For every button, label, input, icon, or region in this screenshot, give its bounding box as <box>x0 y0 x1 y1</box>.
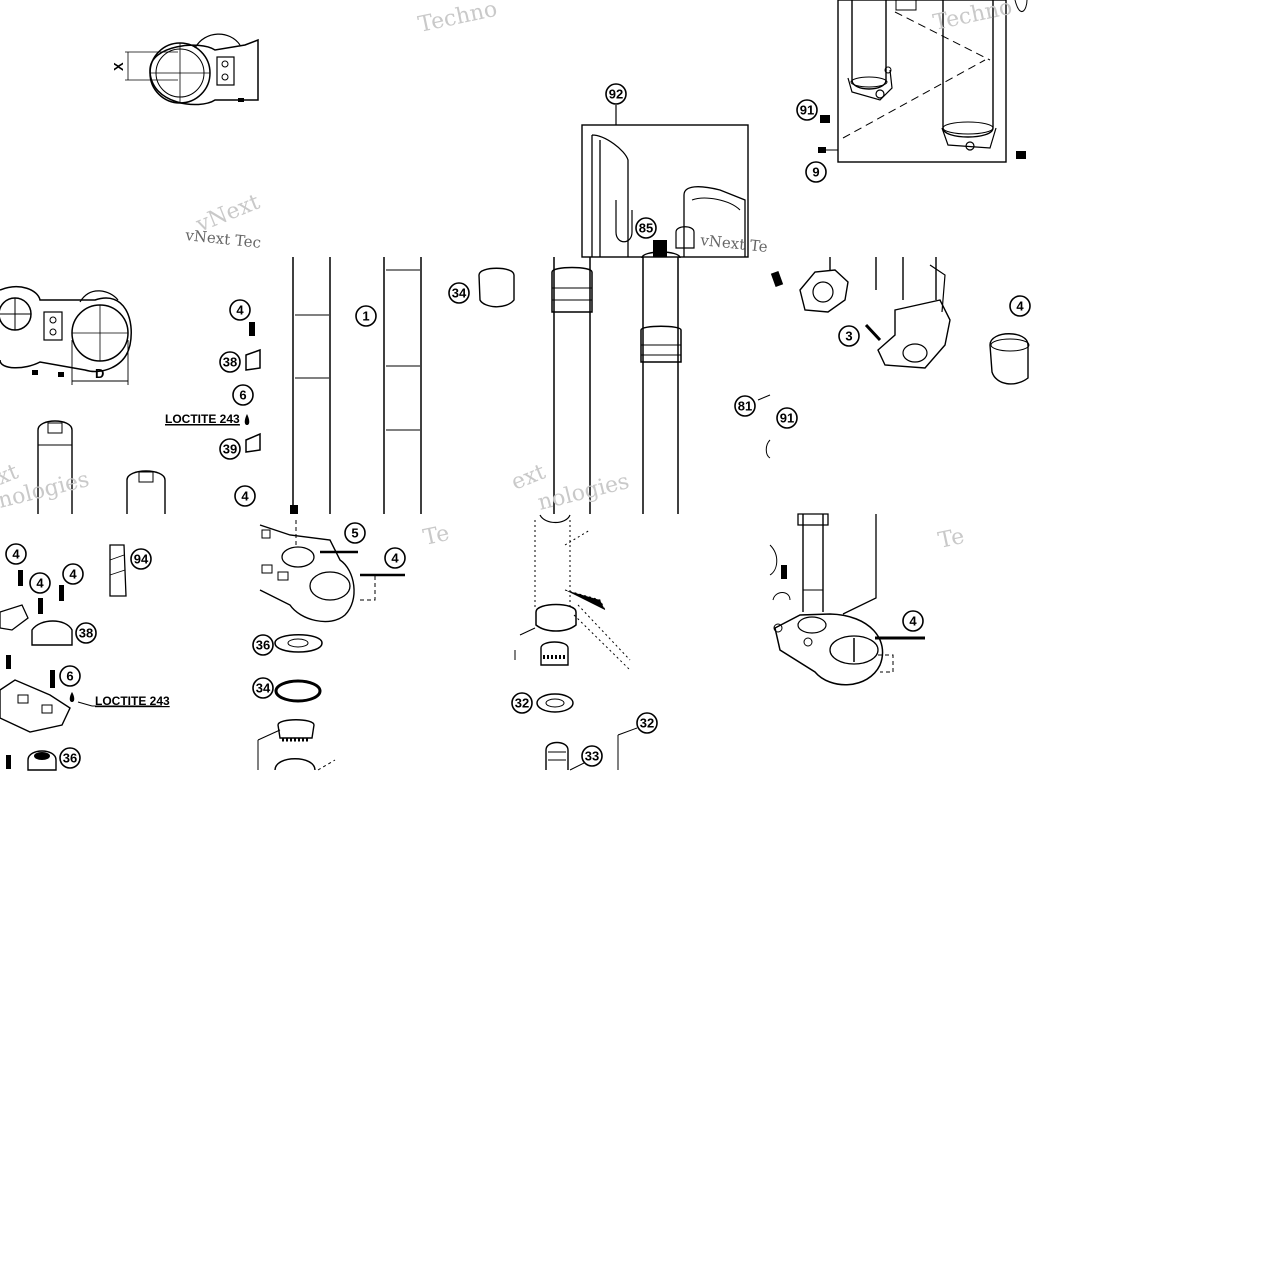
svg-text:32: 32 <box>515 696 529 711</box>
watermark-4: vNext Te <box>699 231 769 256</box>
callout-4-c[interactable]: 4 <box>1009 295 1031 317</box>
loctite-note-upper: LOCTITE 243 <box>165 412 240 426</box>
callout-4-f[interactable]: 4 <box>29 572 51 594</box>
watermark-8: Te <box>421 521 452 551</box>
axle-clamp-feet <box>770 257 1030 385</box>
callout-3[interactable]: 3 <box>838 325 860 347</box>
fork-legs-upper-right <box>818 0 1028 163</box>
callout-4-b[interactable]: 4 <box>234 485 256 507</box>
svg-text:4: 4 <box>69 567 77 582</box>
callout-1[interactable]: 1 <box>355 305 377 327</box>
steering-stem-parts <box>37 420 166 514</box>
fork-outer-tubes <box>551 251 771 514</box>
callout-4-e[interactable]: 4 <box>5 543 27 565</box>
svg-text:4: 4 <box>241 489 249 504</box>
svg-text:85: 85 <box>639 221 653 236</box>
svg-text:36: 36 <box>63 751 77 766</box>
callout-4-h[interactable]: 4 <box>902 610 924 632</box>
loctite-note-lower: LOCTITE 243 <box>95 694 170 708</box>
svg-text:81: 81 <box>738 399 752 414</box>
svg-text:39: 39 <box>223 442 237 457</box>
callout-38-b[interactable]: 38 <box>75 622 97 644</box>
svg-text:38: 38 <box>79 626 93 641</box>
callout-32-b[interactable]: 32 <box>636 712 658 734</box>
svg-text:4: 4 <box>236 303 244 318</box>
svg-text:91: 91 <box>780 411 794 426</box>
callout-6-b[interactable]: 6 <box>59 665 81 687</box>
callout-32-a[interactable]: 32 <box>511 692 533 714</box>
callout-34[interactable]: 34 <box>448 282 470 304</box>
dimension-label-x: X <box>111 62 126 71</box>
callout-36-b[interactable]: 36 <box>252 634 274 656</box>
svg-text:94: 94 <box>134 552 149 567</box>
svg-text:34: 34 <box>256 681 271 696</box>
callout-36-a[interactable]: 36 <box>59 747 81 769</box>
handlebar-clamp-parts <box>0 544 162 771</box>
callout-4-a[interactable]: 4 <box>229 299 251 321</box>
watermark-1: Techno <box>416 0 499 38</box>
lower-clamp-with-stem <box>769 513 925 686</box>
callout-91-lower[interactable]: 91 <box>776 407 798 429</box>
callout-94[interactable]: 94 <box>130 548 152 570</box>
callout-4-g[interactable]: 4 <box>62 563 84 585</box>
svg-text:33: 33 <box>585 749 599 764</box>
callout-81[interactable]: 81 <box>734 395 756 417</box>
callout-9[interactable]: 9 <box>805 161 827 183</box>
steering-stem-outline <box>514 514 638 771</box>
svg-text:5: 5 <box>351 526 358 541</box>
lower-triple-clamp-top-view: D <box>0 286 132 385</box>
svg-text:32: 32 <box>640 716 654 731</box>
callout-33[interactable]: 33 <box>581 745 603 767</box>
svg-text:1: 1 <box>362 309 369 324</box>
part-callouts: 92 91 9 85 81 91 34 1 4 38 6 39 4 3 4 5 … <box>5 83 1031 769</box>
svg-text:4: 4 <box>36 576 44 591</box>
svg-text:38: 38 <box>223 355 237 370</box>
callout-91[interactable]: 91 <box>796 99 818 121</box>
callout-92[interactable]: 92 <box>605 83 627 105</box>
fork-inner-tubes <box>290 257 515 514</box>
svg-text:4: 4 <box>391 551 399 566</box>
callout-34-b[interactable]: 34 <box>252 677 274 699</box>
svg-text:6: 6 <box>239 388 246 403</box>
callout-38-a[interactable]: 38 <box>219 351 241 373</box>
svg-text:4: 4 <box>1016 299 1024 314</box>
callout-6-a[interactable]: 6 <box>232 384 254 406</box>
callout-85[interactable]: 85 <box>635 217 657 239</box>
watermark-9: Te <box>936 524 967 554</box>
svg-text:92: 92 <box>609 87 623 102</box>
callout-39[interactable]: 39 <box>219 438 241 460</box>
svg-text:3: 3 <box>845 329 852 344</box>
svg-text:6: 6 <box>66 669 73 684</box>
svg-text:4: 4 <box>909 614 917 629</box>
svg-text:34: 34 <box>452 286 467 301</box>
svg-text:4: 4 <box>12 547 20 562</box>
callout-5[interactable]: 5 <box>344 522 366 544</box>
clamp-bolts-column <box>165 322 261 453</box>
callout-4-d[interactable]: 4 <box>384 547 406 569</box>
svg-text:36: 36 <box>256 638 270 653</box>
lower-clamp-bearings <box>257 520 405 771</box>
upper-triple-clamp-top-view: X <box>111 33 259 106</box>
svg-text:9: 9 <box>812 165 819 180</box>
watermark-3: vNext Tec <box>184 226 262 252</box>
dimension-label-d: D <box>95 366 104 381</box>
watermark-7: nologies <box>535 469 631 516</box>
svg-text:91: 91 <box>800 103 814 118</box>
